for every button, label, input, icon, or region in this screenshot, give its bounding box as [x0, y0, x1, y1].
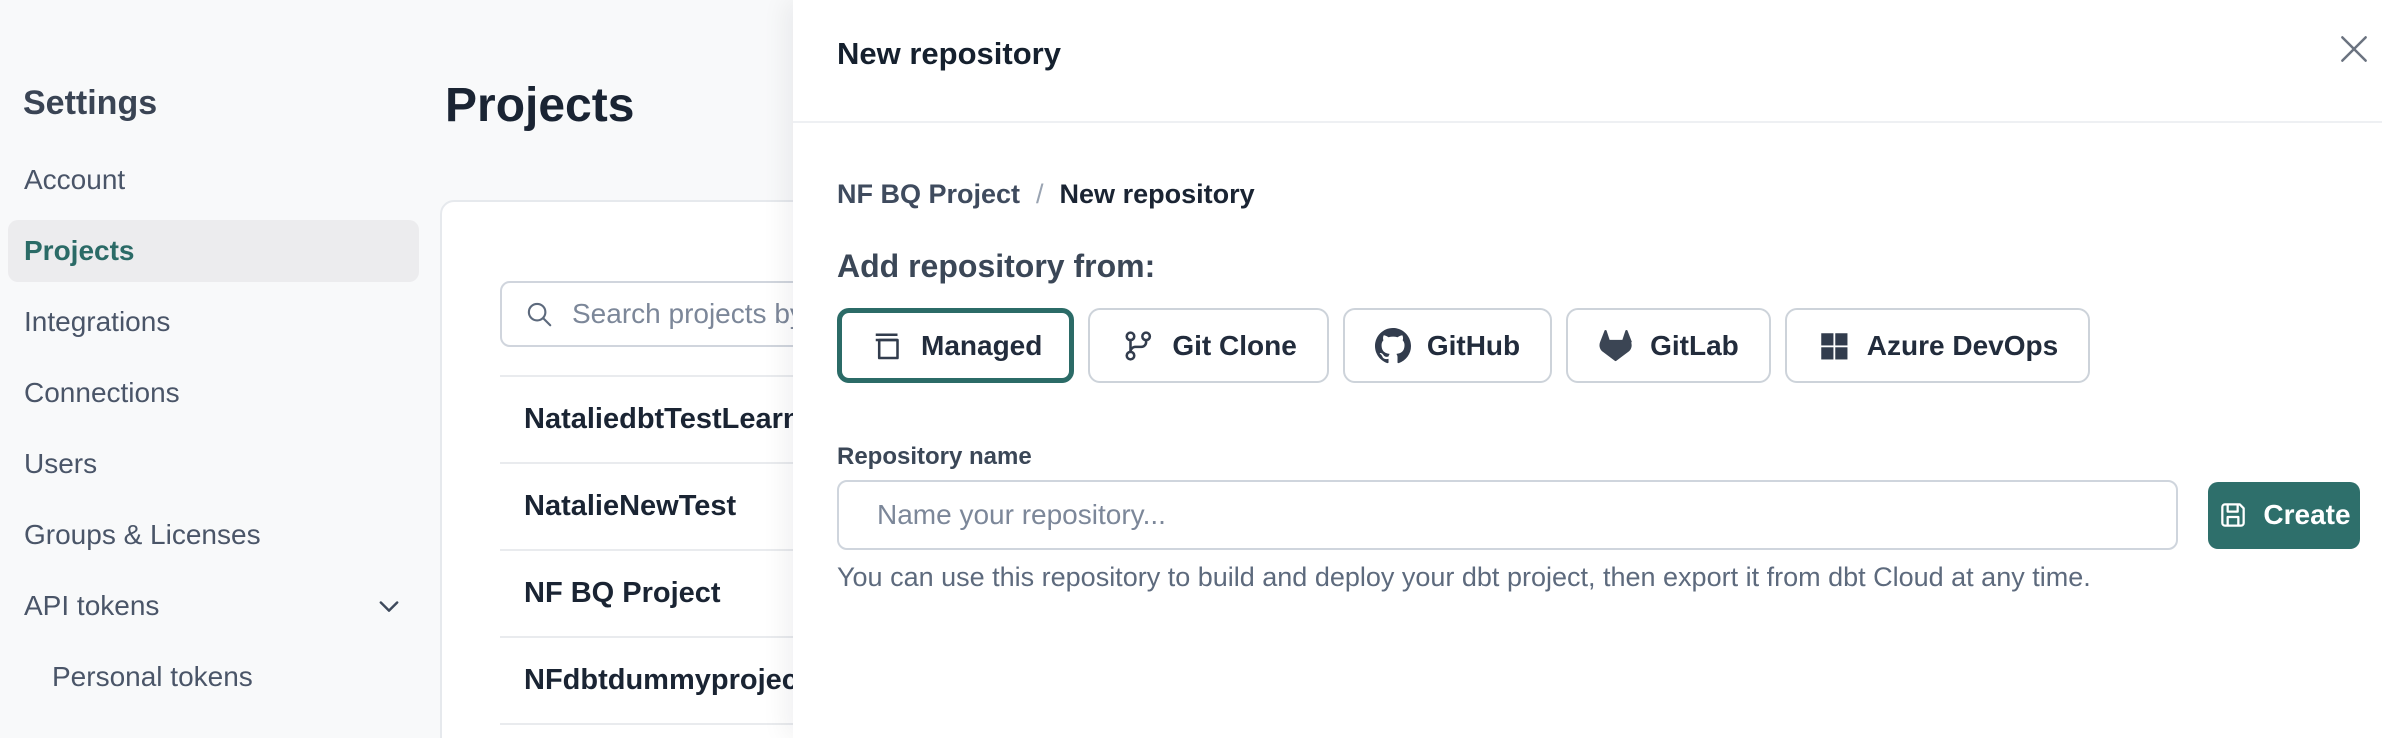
close-icon	[2341, 36, 2367, 62]
sidebar-item-connections[interactable]: Connections	[8, 362, 419, 424]
source-option-label: Git Clone	[1172, 329, 1297, 361]
search-icon	[527, 302, 552, 327]
source-option-git-clone[interactable]: Git Clone	[1088, 308, 1329, 383]
sidebar-item-api-tokens[interactable]: API tokens	[8, 575, 419, 637]
create-button[interactable]: Create	[2208, 481, 2360, 549]
repository-name-label: Repository name	[837, 443, 1032, 470]
sidebar-item-label: Personal tokens	[52, 661, 253, 692]
breadcrumb-separator: /	[1036, 179, 1044, 209]
section-heading: Add repository from:	[837, 248, 1156, 284]
project-name: NF BQ Project	[524, 577, 721, 609]
azure-devops-icon	[1821, 332, 1848, 359]
sidebar-item-users[interactable]: Users	[8, 433, 419, 495]
managed-repo-icon	[875, 332, 899, 359]
sidebar-item-projects[interactable]: Projects	[8, 220, 419, 282]
page-title: Projects	[445, 79, 635, 132]
git-branch-icon	[1125, 330, 1152, 361]
close-button[interactable]	[2330, 25, 2378, 73]
sidebar-item-label: Connections	[24, 377, 180, 408]
repository-name-input[interactable]	[837, 480, 2178, 550]
save-icon	[2221, 503, 2246, 527]
source-option-gitlab[interactable]: GitLab	[1566, 308, 1771, 383]
source-option-label: Managed	[921, 329, 1043, 361]
project-name: NFdbtdummyproject	[524, 664, 808, 696]
modal-header: New repository	[793, 0, 2382, 123]
sidebar-title: Settings	[23, 84, 158, 122]
source-option-azure-devops[interactable]: Azure DevOps	[1784, 308, 2091, 383]
github-icon	[1374, 327, 1411, 363]
repository-name-row: Create	[837, 480, 2360, 550]
source-option-label: Azure DevOps	[1866, 329, 2059, 361]
sidebar-nav: Account Projects Integrations Connection…	[8, 149, 419, 717]
sidebar-item-label: Groups & Licenses	[24, 519, 261, 550]
sidebar-item-label: API tokens	[24, 590, 160, 621]
new-repository-modal: New repository NF BQ Project / New repos…	[793, 0, 2382, 738]
settings-sidebar: Settings Account Projects Integrations C…	[0, 0, 440, 738]
helper-text: You can use this repository to build and…	[837, 562, 2091, 592]
modal-body: NF BQ Project / New repository Add repos…	[837, 123, 2360, 593]
project-name: NataliedbtTestLearn T	[524, 403, 827, 435]
sidebar-item-label: Projects	[24, 235, 135, 266]
sidebar-item-integrations[interactable]: Integrations	[8, 291, 419, 353]
breadcrumb: NF BQ Project / New repository	[837, 178, 2360, 210]
breadcrumb-current: New repository	[1059, 179, 1255, 209]
source-option-label: GitLab	[1650, 329, 1739, 361]
sidebar-item-label: Account	[24, 164, 126, 195]
create-button-label: Create	[2263, 499, 2351, 530]
chevron-down-icon	[379, 601, 399, 612]
sidebar-item-label: Integrations	[24, 306, 171, 337]
gitlab-icon	[1599, 329, 1633, 361]
source-option-github[interactable]: GitHub	[1342, 308, 1553, 383]
sidebar-item-label: Users	[24, 448, 98, 479]
source-option-label: GitHub	[1426, 329, 1521, 361]
sidebar-item-groups-licenses[interactable]: Groups & Licenses	[8, 504, 419, 566]
sidebar-item-personal-tokens[interactable]: Personal tokens	[8, 646, 419, 708]
source-option-managed[interactable]: Managed	[837, 308, 1075, 383]
breadcrumb-parent[interactable]: NF BQ Project	[837, 179, 1021, 209]
sidebar-item-account[interactable]: Account	[8, 149, 419, 211]
modal-title: New repository	[837, 36, 1061, 71]
repository-source-options: Managed Git Clone GitHub GitLab Azure De…	[837, 308, 2360, 383]
project-name: NatalieNewTest	[524, 490, 737, 522]
